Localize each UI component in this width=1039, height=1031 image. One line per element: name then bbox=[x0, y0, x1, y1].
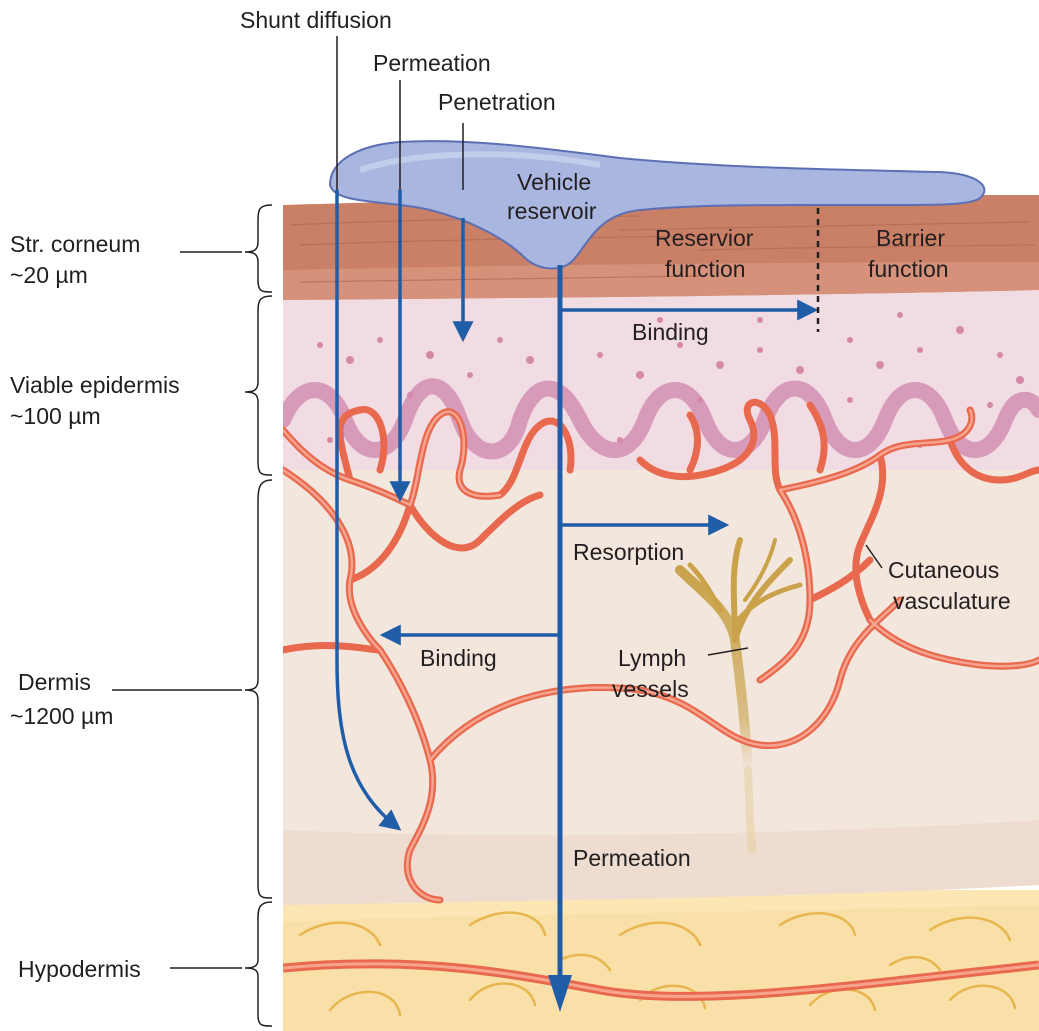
label-permeation-top: Permeation bbox=[373, 50, 491, 76]
label-dermis-thickness: ~1200 µm bbox=[10, 703, 113, 729]
label-viable-epidermis: Viable epidermis bbox=[10, 372, 180, 398]
label-viable-epidermis-thickness: ~100 µm bbox=[10, 403, 101, 429]
brace-stratum-corneum bbox=[245, 205, 272, 292]
label-barrier-function-1: Barrier bbox=[876, 225, 945, 251]
label-stratum-corneum-thickness: ~20 µm bbox=[10, 262, 88, 288]
label-vehicle: Vehicle bbox=[517, 169, 591, 195]
label-reservoir-function-1: Reservior bbox=[655, 225, 754, 251]
brace-viable-epidermis bbox=[245, 296, 272, 475]
label-stratum-corneum: Str. corneum bbox=[10, 231, 140, 257]
layer-braces bbox=[245, 205, 272, 1026]
label-permeation-bottom: Permeation bbox=[573, 845, 691, 871]
brace-hypodermis bbox=[245, 902, 272, 1026]
label-cutaneous: Cutaneous bbox=[888, 557, 999, 583]
label-dermis: Dermis bbox=[18, 669, 91, 695]
label-binding-lower: Binding bbox=[420, 645, 497, 671]
label-penetration: Penetration bbox=[438, 89, 556, 115]
label-hypodermis: Hypodermis bbox=[18, 956, 141, 982]
label-shunt-diffusion: Shunt diffusion bbox=[240, 7, 392, 33]
label-lymph: Lymph bbox=[618, 645, 686, 671]
label-vessels: vessels bbox=[612, 676, 689, 702]
brace-dermis bbox=[245, 480, 272, 898]
label-binding-upper: Binding bbox=[632, 319, 709, 345]
label-vasculature: vasculature bbox=[893, 588, 1011, 614]
label-barrier-function-2: function bbox=[868, 256, 949, 282]
label-reservoir: reservoir bbox=[507, 198, 597, 224]
label-resorption: Resorption bbox=[573, 539, 684, 565]
label-reservoir-function-2: function bbox=[665, 256, 746, 282]
